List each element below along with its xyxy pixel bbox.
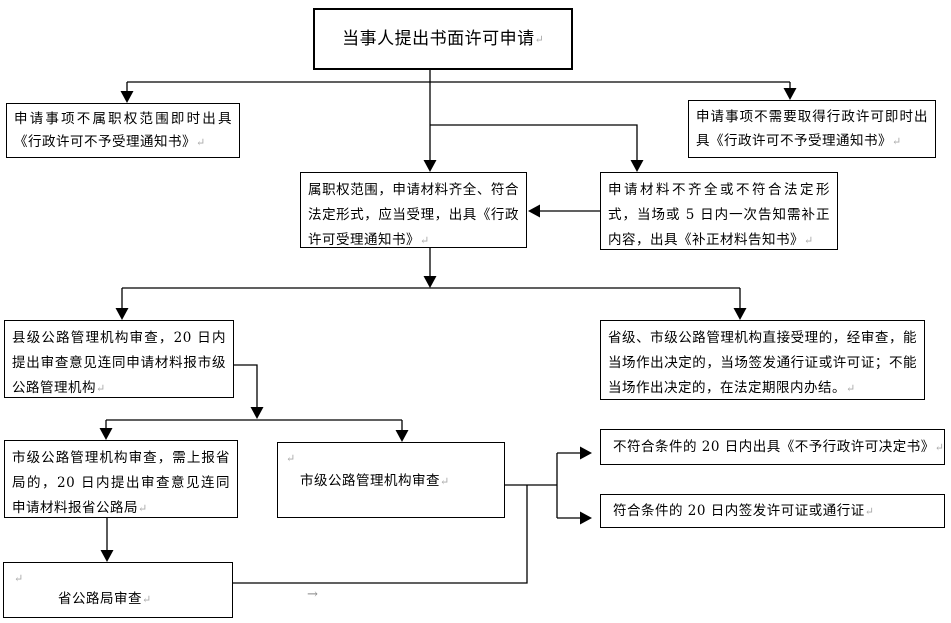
node-label: 申请材料不齐全或不符合法定形式，当场或 5 日内一次告知需补正内容，出具《补正材… — [608, 182, 830, 248]
node-label: 县级公路管理机构审查，20 日内提出审查意见连同申请材料报市级公路管理机构 — [12, 330, 226, 396]
node-label: 市级公路管理机构审查，需上报省局的，20 日内提出审查意见连同申请材料报省公路局 — [12, 450, 230, 516]
node-label: 符合条件的 20 日内签发许可证或通行证↵ — [613, 502, 874, 519]
flow-node-supplement: 申请材料不齐全或不符合法定形式，当场或 5 日内一次告知需补正内容，出具《补正材… — [600, 172, 838, 250]
connector-to-reject-decision — [557, 446, 592, 460]
connector-to-city-review — [395, 420, 409, 442]
return-mark: ↵ — [534, 32, 544, 46]
flow-node-no-license-needed: 申请事项不需要取得行政许可即时出具《行政许可不予受理通知书》↵ — [688, 100, 936, 158]
connector-to-county-review — [115, 288, 129, 320]
flow-node-city-review: ↵ 市级公路管理机构审查↵ — [277, 442, 505, 518]
anchor-arrow-mark: → — [307, 587, 318, 602]
connector-accept-down — [423, 248, 437, 288]
return-mark: ↵ — [96, 382, 106, 395]
return-mark: ↵ — [286, 452, 296, 465]
return-mark: ↵ — [934, 440, 944, 454]
connector-start-to-accept — [423, 70, 437, 172]
return-mark: ↵ — [420, 234, 430, 247]
return-mark: ↵ — [846, 382, 856, 395]
flow-node-direct-accept: 省级、市级公路管理机构直接受理的，经审查，能当场作出决定的，当场签发通行证或许可… — [600, 320, 925, 400]
return-mark: ↵ — [196, 136, 206, 149]
node-label: 不符合条件的 20 日内出具《不予行政许可决定书》↵ — [613, 438, 944, 455]
node-label: 属职权范围，申请材料齐全、符合法定形式，应当受理，出具《行政许可受理通知书》 — [308, 182, 519, 248]
flow-node-city-report-province: 市级公路管理机构审查，需上报省局的，20 日内提出审查意见连同申请材料报省公路局… — [4, 440, 238, 518]
return-mark: ↵ — [440, 475, 450, 488]
connector-to-supplement — [430, 124, 644, 172]
connector-to-city-report — [99, 420, 113, 440]
flow-node-county-review: 县级公路管理机构审查，20 日内提出审查意见连同申请材料报市级公路管理机构↵ — [4, 320, 234, 398]
node-label: 省级、市级公路管理机构直接受理的，经审查，能当场作出决定的，当场签发通行证或许可… — [608, 330, 917, 396]
connector-to-direct-accept — [733, 288, 747, 320]
flow-node-issue-license: 符合条件的 20 日内签发许可证或通行证↵ — [600, 494, 945, 528]
connector-to-no-license-needed — [783, 82, 797, 100]
return-mark: ↵ — [138, 502, 148, 515]
node-label: 当事人提出书面许可申请 — [342, 28, 535, 49]
flow-node-reject-decision: 不符合条件的 20 日内出具《不予行政许可决定书》↵ — [600, 429, 945, 465]
flow-node-outside-jurisdiction: 申请事项不属职权范围即时出具《行政许可不予受理通知书》↵ — [6, 103, 240, 158]
connector-supplement-to-accept — [528, 204, 600, 218]
flow-node-start: 当事人提出书面许可申请↵ — [313, 8, 573, 70]
node-label: 申请事项不属职权范围即时出具《行政许可不予受理通知书》 — [14, 111, 232, 150]
return-mark: ↵ — [892, 135, 902, 148]
return-mark: ↵ — [14, 572, 24, 585]
node-label: 省公路局审查↵ — [58, 591, 152, 607]
connector-to-outside-jurisdiction — [120, 82, 134, 103]
flow-node-accept: 属职权范围，申请材料齐全、符合法定形式，应当受理，出具《行政许可受理通知书》↵ — [300, 172, 527, 248]
return-mark: ↵ — [142, 593, 152, 606]
return-mark: ↵ — [864, 504, 874, 518]
node-label: 市级公路管理机构审查↵ — [300, 473, 450, 489]
node-label: 申请事项不需要取得行政许可即时出具《行政许可不予受理通知书》 — [696, 109, 928, 149]
connector-to-issue-license — [557, 511, 592, 525]
return-mark: ↵ — [804, 234, 814, 247]
connector-province-out — [233, 485, 528, 584]
connector-county-out — [234, 364, 264, 419]
connector-cityreport-to-province — [100, 518, 114, 562]
flow-node-province-review: ↵ 省公路局审查↵ — [3, 562, 233, 618]
